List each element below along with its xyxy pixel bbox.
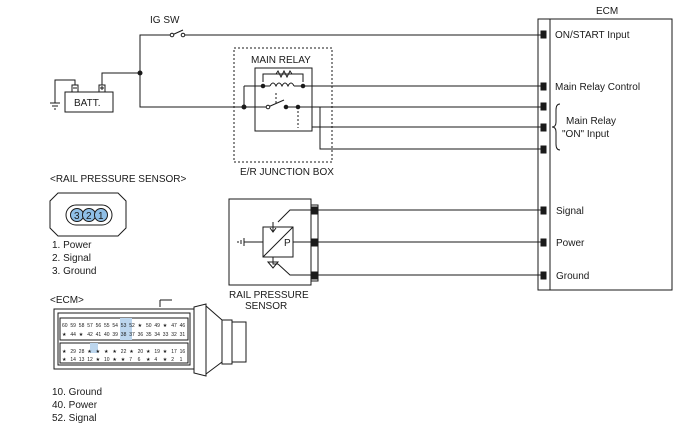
ecm-pin-number: 37: [129, 332, 135, 338]
ig-sw-label: IG SW: [150, 15, 180, 26]
ecm-pin-number: 4: [154, 357, 157, 363]
ecm-pin-number: ★: [163, 323, 168, 329]
ecm-pin-number: 13: [79, 357, 85, 363]
ecm-pin-number: ★: [62, 332, 67, 338]
rps-pin-desc: 1. Power: [52, 240, 92, 251]
ecm-pin-number: 33: [163, 332, 169, 338]
ecm-pin-number: 28: [79, 349, 85, 355]
ecm-pin-number: 39: [112, 332, 118, 338]
ecm-pin-number: 40: [104, 332, 110, 338]
ecm-pin-number: ★: [104, 349, 109, 355]
ecm-pin-number: 56: [96, 323, 102, 329]
junction-box-label: E/R JUNCTION BOX: [240, 167, 334, 178]
rps-caption-2: SENSOR: [245, 301, 287, 312]
ecm-pin-number: 54: [112, 323, 118, 329]
ecm-pin-number: 19: [154, 349, 160, 355]
pin-ground: Ground: [556, 271, 589, 282]
ecm-pin-desc: 10. Ground: [52, 387, 102, 398]
ecm-pin-number: ★: [62, 349, 67, 355]
ecm-pin-number: 29: [70, 349, 76, 355]
ecm-pin-number: ★: [163, 357, 168, 363]
ecm-pin-number: ★: [96, 349, 101, 355]
ecm-pin-desc: 52. Signal: [52, 413, 96, 424]
ecm-title: ECM: [596, 6, 618, 17]
ecm-pin-number: 6: [138, 357, 141, 363]
rps-pin-desc: 3. Ground: [52, 266, 96, 277]
battery: [64, 91, 114, 113]
ecm-connector-heading: <ECM>: [50, 295, 84, 306]
ecm-pin-number: 2: [171, 357, 174, 363]
ecm-pin-number: 20: [138, 349, 144, 355]
ecm-pin-number: 22: [121, 349, 127, 355]
ecm-pin-number: ★: [112, 357, 117, 363]
ecm-pin-number: ★: [112, 349, 117, 355]
ecm-pin-number: 31: [180, 332, 186, 338]
ecm-connector-strip: [537, 18, 551, 291]
rps-pin-number: 1: [98, 211, 104, 222]
ecm-pin-number: 60: [62, 323, 68, 329]
pin-main-relay-on-2: "ON" Input: [562, 129, 609, 140]
ecm-pin-number: 35: [146, 332, 152, 338]
pin-power: Power: [556, 238, 585, 249]
ecm-pin-number: ★: [87, 349, 92, 355]
ecm-pin-number: 34: [154, 332, 160, 338]
ecm-pin-number: 46: [180, 323, 186, 329]
ecm-pin-number: 16: [180, 349, 186, 355]
pressure-symbol: P: [284, 238, 291, 249]
ecm-pin-number: 47: [171, 323, 177, 329]
ecm-pin-number: 7: [129, 357, 132, 363]
ecm-pin-number: ★: [62, 357, 67, 363]
ecm-pin-number: ★: [146, 349, 151, 355]
ecm-pin-number: 59: [70, 323, 76, 329]
ecm-pin-number: 36: [138, 332, 144, 338]
pin-signal: Signal: [556, 206, 584, 217]
ecm-pin-number: 17: [171, 349, 177, 355]
ecm-pin-number: ★: [163, 349, 168, 355]
ecm-pin-number: 14: [70, 357, 76, 363]
ecm-pin-number: 53: [121, 323, 127, 329]
ecm-pin-number: 49: [154, 323, 160, 329]
ecm-pin-desc: 40. Power: [52, 400, 98, 411]
rps-pin-number: 3: [74, 211, 80, 222]
rps-pin-desc: 2. Signal: [52, 253, 91, 264]
ecm-pin-number: 41: [96, 332, 102, 338]
input-brace: [551, 103, 561, 151]
ecm-pin-number: ★: [96, 357, 101, 363]
ecm-connector-housing: [193, 303, 207, 377]
ecm-pin-number: 42: [87, 332, 93, 338]
ecm-box: [549, 18, 673, 291]
ecm-pin-number: 32: [171, 332, 177, 338]
ecm-pin-number: ★: [121, 357, 126, 363]
ecm-pin-number: 58: [79, 323, 85, 329]
pin-main-relay-control: Main Relay Control: [555, 82, 640, 93]
ecm-pin-number: ★: [146, 357, 151, 363]
ecm-pin-number: 1: [180, 357, 183, 363]
ecm-pin-number: 10: [104, 357, 110, 363]
ecm-pin-number: 12: [87, 357, 93, 363]
battery-label: BATT.: [74, 98, 100, 109]
ecm-pin-number: 52: [129, 323, 135, 329]
pin-main-relay-on-1: Main Relay: [566, 116, 616, 127]
ecm-pin-number: 38: [121, 332, 127, 338]
rps-pin-number: 2: [86, 211, 92, 222]
ecm-pin-number: ★: [129, 349, 134, 355]
main-relay-label: MAIN RELAY: [251, 55, 311, 66]
rps-caption-1: RAIL PRESSURE: [229, 290, 309, 301]
junction-box: [233, 47, 333, 163]
pin-on-start: ON/START Input: [555, 30, 630, 41]
ecm-pin-number: 50: [146, 323, 152, 329]
ecm-pin-number: ★: [138, 323, 143, 329]
rps-heading: <RAIL PRESSURE SENSOR>: [50, 174, 187, 185]
ecm-pin-number: 44: [70, 332, 76, 338]
ecm-pin-number: ★: [79, 332, 84, 338]
ecm-pin-number: 55: [104, 323, 110, 329]
ecm-pin-number: 57: [87, 323, 93, 329]
